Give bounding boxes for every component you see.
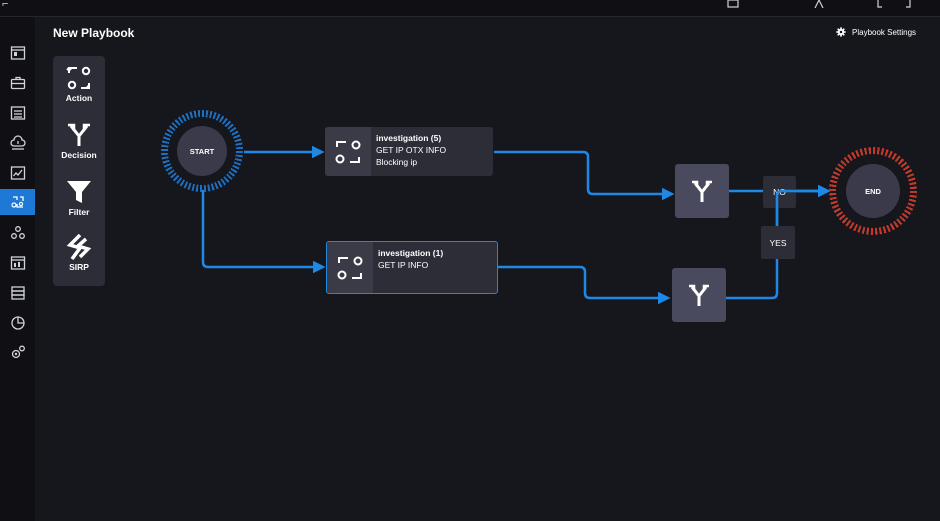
rail-network[interactable]	[0, 220, 35, 246]
decision-node-2[interactable]	[672, 268, 726, 322]
action-icon	[335, 140, 361, 163]
edge-action1-decision1	[494, 150, 675, 201]
action-node-line: Blocking ip	[376, 157, 418, 167]
edge-start-action2	[201, 190, 326, 274]
report-icon	[10, 256, 25, 270]
action-icon	[337, 256, 363, 279]
rail-settings[interactable]	[0, 339, 35, 365]
palette-item-label: SIRP	[69, 262, 89, 272]
network-icon	[10, 226, 25, 239]
chart-icon	[10, 166, 25, 180]
edge-label-no[interactable]: NO	[763, 176, 796, 208]
edge-label-yes-text: YES	[769, 237, 787, 248]
palette-item-filter[interactable]: Filter	[53, 179, 105, 217]
decision-icon	[68, 123, 90, 146]
palette-item-action[interactable]: Action	[53, 65, 105, 103]
start-node[interactable]: START	[161, 110, 243, 192]
edge-label-yes[interactable]: YES	[761, 226, 795, 259]
cloud-alert-icon	[9, 135, 26, 150]
bracket-icon[interactable]	[876, 0, 916, 8]
palette-item-label: Filter	[68, 207, 90, 217]
decision-icon	[689, 284, 709, 306]
logo-icon: ⌐	[2, 0, 9, 10]
end-node[interactable]: END	[829, 147, 917, 235]
decision-icon	[692, 180, 712, 202]
dashboard-icon	[10, 46, 25, 60]
palette-item-label: Action	[65, 93, 93, 103]
node-palette: Action Decision Filter SIRP	[53, 56, 105, 286]
page-title: New Playbook	[53, 26, 135, 40]
edge-label-no-text: NO	[773, 187, 786, 197]
pie-chart-icon	[10, 316, 25, 330]
decision-node-1[interactable]	[675, 164, 729, 218]
palette-item-sirp[interactable]: SIRP	[53, 234, 105, 272]
rail-analytics[interactable]	[0, 160, 35, 186]
rail-alerts[interactable]	[0, 130, 35, 156]
end-label: END	[865, 186, 881, 196]
palette-item-decision[interactable]: Decision	[53, 122, 105, 160]
action-node-title: investigation (5)	[376, 133, 442, 143]
playbook-settings-button[interactable]: Playbook Settings	[836, 27, 916, 37]
action-node-icon-wrap	[325, 127, 371, 176]
top-bar: ⌐	[0, 0, 940, 17]
palette-item-label: Decision	[61, 150, 97, 160]
rail-playbooks[interactable]	[0, 189, 35, 215]
list-icon	[10, 106, 25, 120]
rail-stats[interactable]	[0, 310, 35, 336]
rail-list[interactable]	[0, 100, 35, 126]
start-label: START	[189, 146, 215, 156]
sirp-icon	[66, 234, 92, 260]
sidebar-rail	[0, 17, 35, 521]
action-node-investigation-1[interactable]: investigation (1) GET IP INFO	[326, 241, 498, 294]
rail-database[interactable]	[0, 280, 35, 306]
playbook-icon	[10, 196, 24, 208]
rail-dashboard[interactable]	[0, 40, 35, 66]
settings-gears-icon	[11, 345, 25, 359]
gear-icon	[836, 27, 846, 37]
edge-action2-decision2	[497, 265, 671, 305]
filter-icon	[67, 181, 91, 203]
rail-reports[interactable]	[0, 250, 35, 276]
action-node-line: GET IP INFO	[378, 260, 429, 270]
action-node-investigation-5[interactable]: investigation (5) GET IP OTX INFO Blocki…	[325, 127, 493, 176]
database-icon	[10, 286, 25, 300]
action-node-line: GET IP OTX INFO	[376, 145, 447, 155]
rail-cases[interactable]	[0, 70, 35, 96]
briefcase-icon	[10, 76, 25, 90]
action-node-title: investigation (1)	[378, 248, 444, 258]
action-node-icon-wrap	[327, 242, 373, 293]
image-icon[interactable]	[727, 0, 739, 8]
user-icon[interactable]	[813, 0, 825, 8]
action-icon	[66, 66, 91, 90]
playbook-settings-label: Playbook Settings	[852, 27, 917, 37]
